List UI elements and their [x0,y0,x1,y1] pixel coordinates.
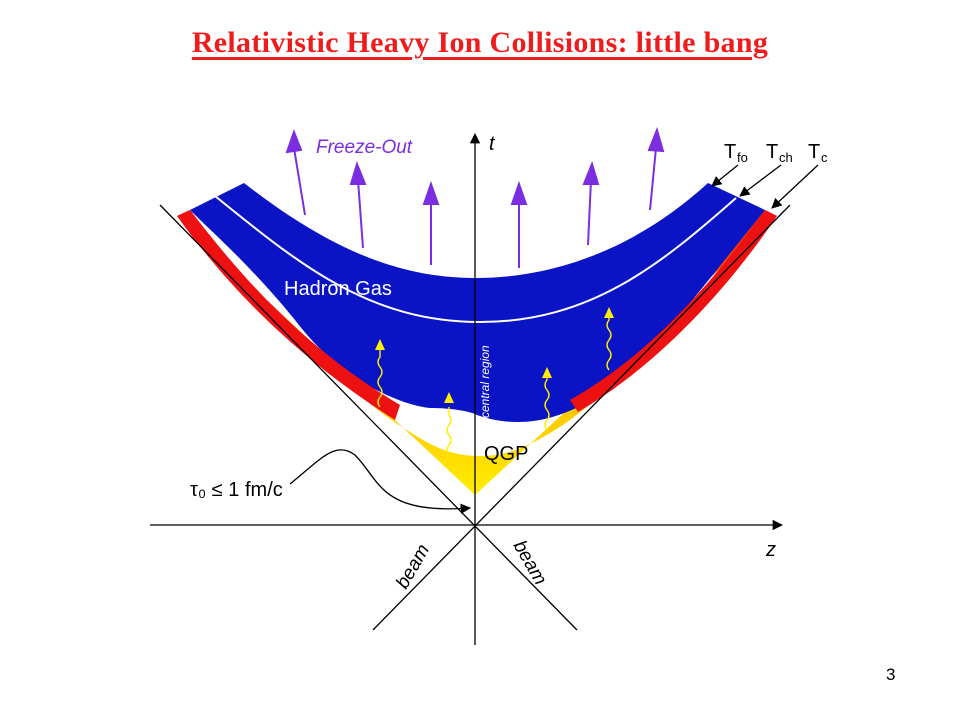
photon-arrowheads [375,307,614,403]
qgp-label: QGP [484,443,528,465]
tau0-label: τ₀ ≤ 1 fm/c [190,479,283,501]
svg-text:T: T [808,141,820,163]
svg-text:ch: ch [779,150,793,165]
chemical-freezeout-curve [214,195,737,324]
svg-text:T: T [724,141,736,163]
hadron-gas-label: Hadron Gas [284,278,392,300]
light-cone-left [159,204,578,631]
freeze-out-arrows [285,126,665,268]
tch-label: T ch [766,141,793,165]
svg-text:fo: fo [737,150,748,165]
hadron-gas-region [190,183,765,423]
slide-title: Relativistic Heavy Ion Collisions: littl… [191,26,769,59]
svg-text:c: c [821,150,828,165]
beam-label-right: beam [509,537,551,589]
tau0-pointer [289,449,472,514]
light-cone-right [372,204,791,631]
beam-label-left: beam [392,541,434,593]
freeze-out-label: Freeze-Out [316,137,413,158]
tc-pointer [771,164,819,209]
tc-label: T c [808,141,828,165]
mixed-phase-right [570,210,777,412]
page-number: 3 [886,665,896,684]
tfo-label: T fo [724,141,748,165]
mixed-phase-left [177,210,400,420]
svg-text:T: T [766,141,778,163]
t-axis-label: t [489,133,496,155]
central-region-label: central region [478,345,492,418]
photon-arrows [377,312,612,456]
tfo-pointer [711,164,739,187]
tch-pointer [739,164,782,197]
z-axis-label: z [765,539,776,561]
